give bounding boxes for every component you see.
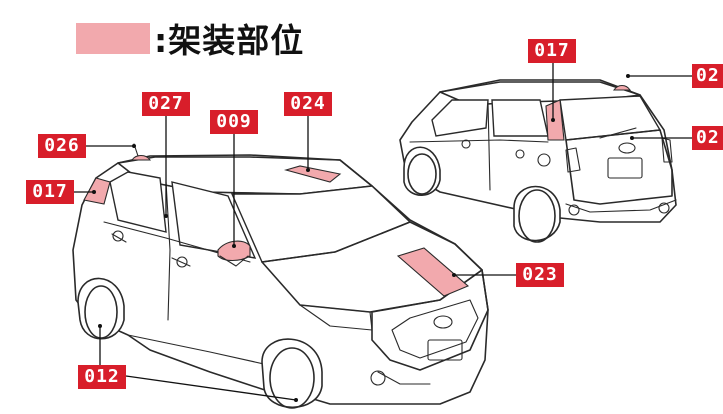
leader-017-rear-dot [551,118,555,122]
label-02-mid: 02 [692,126,723,150]
rear-belt-line [409,139,549,143]
leader-012-front-dot [294,398,298,402]
rear-side-window-1 [431,99,489,137]
leader-023-dot [452,273,456,277]
leader-026-dot [132,144,136,148]
rear-car-front-wheel-rim [407,153,437,195]
front-rear-handle-knob [112,230,124,242]
rear-tail-lamp-left [565,147,581,173]
label-024: 024 [284,92,332,116]
rear-plate [607,157,643,179]
rear-tailgate [565,129,673,205]
leader-02-top-dot [626,74,630,78]
front-emblem [433,315,453,329]
leader-017-front-dot [92,190,96,194]
rear-car-rear-wheel-rim [518,189,556,243]
rear-reflector-left [568,204,580,216]
legend-title: :架装部位 [154,21,305,60]
front-rear-handle [111,233,127,243]
label-017-front: 017 [26,180,74,204]
leader-012-front [125,375,297,401]
rear-fuel-cap [537,153,551,167]
label-009: 009 [210,110,258,134]
rear-car-rear-wheel [513,185,561,242]
leader-027-dot [164,214,168,218]
front-mirror-stem [219,255,249,267]
front-front-handle-knob [176,256,188,268]
label-012: 012 [78,365,126,389]
rear-handle-2 [515,149,525,159]
part-026-antenna [130,154,152,161]
front-b-pillar-line [165,181,171,321]
front-rear-wheel-rim [84,285,118,339]
rear-tail-lamp-right [661,137,673,163]
front-headlamp [299,304,373,331]
rear-car [399,79,677,243]
part-024-roof-stripe [283,165,342,183]
leader-012-rear-dot [98,324,102,328]
rear-side-window-2 [491,99,549,137]
front-lower-bumper [377,371,431,385]
front-plate [427,339,463,361]
rear-b-pillar-line [487,101,491,191]
front-car [72,143,489,409]
rear-reflector-right [658,202,670,214]
label-026: 026 [38,134,86,158]
rear-antenna [612,84,632,91]
front-front-handle [171,257,191,267]
label-027: 027 [142,92,190,116]
part-009-mirror [217,240,251,262]
rear-emblem [618,142,636,154]
part-023-hood-stripe [396,247,470,297]
legend-swatch [76,23,150,54]
leader-009-dot [232,244,236,248]
label-017-rear: 017 [528,39,576,63]
rear-handle-1 [461,139,471,149]
leader-024-dot [306,168,310,172]
front-fog-lamp [370,370,386,386]
label-02-top: 02 [692,64,723,88]
front-grille [391,299,479,359]
label-023: 023 [516,263,564,287]
part-017-rear-pillar [83,177,111,205]
leader-02-mid-dot [630,136,634,140]
front-front-wheel-rim [269,347,315,409]
front-rear-side-window [109,171,167,233]
leader-lines [74,62,696,402]
